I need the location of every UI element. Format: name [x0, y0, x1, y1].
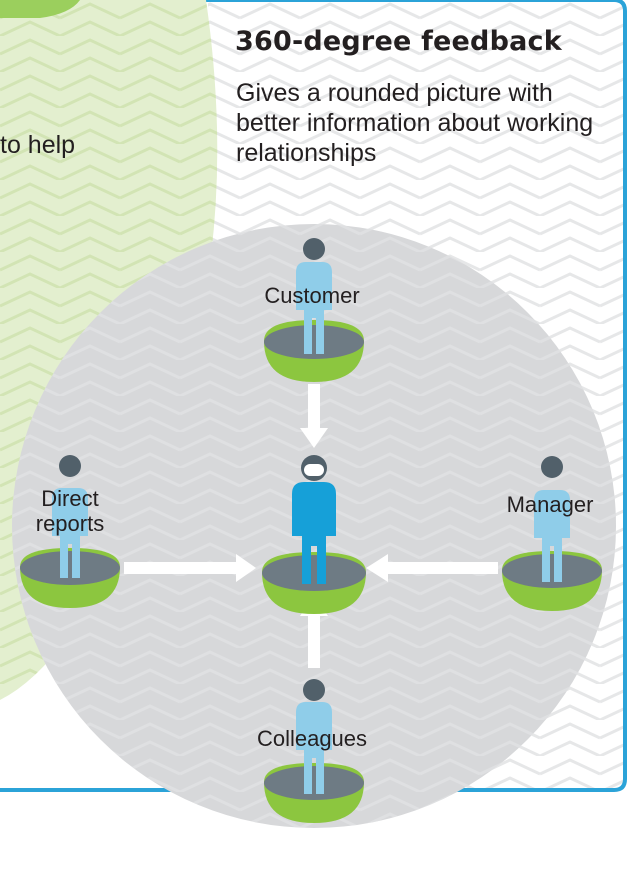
green-tab [0, 0, 80, 18]
colleagues-figure [264, 679, 364, 823]
panel-border [0, 0, 627, 792]
colleagues-head [303, 679, 325, 701]
arrow-from-manager [366, 554, 498, 582]
left-panel-text: to help [0, 131, 76, 159]
arrow-from-customer [300, 384, 328, 448]
colleagues-body [296, 702, 332, 794]
center-employee-figure [262, 455, 366, 614]
direct-reports-body [52, 488, 88, 578]
center-face [304, 464, 324, 476]
panel-title: 360-degree feedback [235, 26, 562, 57]
label-manager: Manager [506, 492, 594, 517]
direct-reports-figure [20, 455, 120, 608]
arrow-from-direct-reports [124, 554, 256, 582]
label-colleagues: Colleagues [256, 726, 368, 751]
manager-figure [502, 456, 602, 611]
customer-head [303, 238, 325, 260]
customer-figure [264, 238, 364, 382]
customer-body [296, 262, 332, 354]
label-customer: Customer [264, 283, 360, 308]
direct-reports-head [59, 455, 81, 477]
manager-head [541, 456, 563, 478]
panel-subtitle: Gives a rounded picture with better info… [236, 79, 594, 167]
manager-body [534, 490, 570, 582]
center-body [292, 482, 336, 584]
